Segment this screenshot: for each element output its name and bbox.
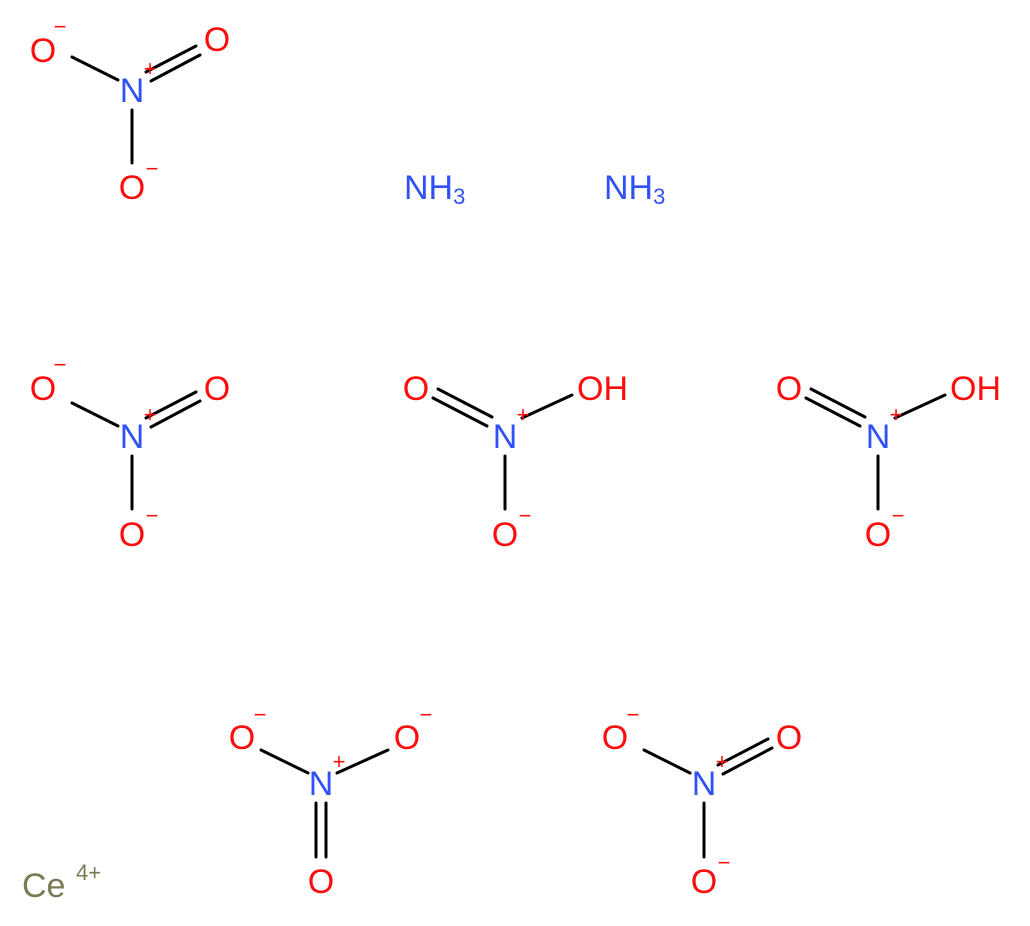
negative-charge: − <box>54 352 67 377</box>
oxygen-atom: O <box>776 719 802 757</box>
positive-charge: + <box>144 402 157 427</box>
bond-single <box>70 401 120 428</box>
negative-charge: − <box>718 850 731 875</box>
bond-double-b <box>721 746 774 776</box>
bond-double-a <box>804 396 862 428</box>
cerium-charge: 4+ <box>76 860 101 885</box>
ammonia-molecule-1: NH3 <box>404 169 465 209</box>
negative-charge: − <box>146 503 159 528</box>
bond-single <box>642 748 692 775</box>
nitrogen-atom: N <box>866 418 891 456</box>
ammonia-symbol: NH <box>604 169 653 207</box>
bond-double-b <box>149 53 202 83</box>
oxygen-atom: O <box>204 21 230 59</box>
positive-charge: + <box>890 402 903 427</box>
ammonia-label: NH3 <box>404 169 465 209</box>
bond-double-b <box>436 387 494 419</box>
oxygen-atom: O <box>776 370 802 408</box>
bond-double-a <box>144 44 198 74</box>
positive-charge: + <box>144 56 157 81</box>
negative-charge: − <box>254 702 267 727</box>
nitrate-fragment-2: O − N + O O − <box>30 352 230 554</box>
bond-double-a <box>431 396 489 428</box>
oxygen-atom: O <box>308 863 334 901</box>
bond-single <box>335 748 390 775</box>
oxygen-atom: O <box>204 370 230 408</box>
oxygen-atom: O <box>403 370 429 408</box>
ammonia-subscript: 3 <box>453 184 465 209</box>
oxygen-atom: O <box>30 370 56 408</box>
ammonia-symbol: NH <box>404 169 453 207</box>
nitrogen-atom: N <box>309 765 334 803</box>
bond-double-a <box>716 737 770 767</box>
oxygen-atom: O <box>394 719 420 757</box>
bond-double-b <box>809 387 867 419</box>
cerium-ion: Ce 4+ <box>22 860 101 905</box>
positive-charge: + <box>517 402 530 427</box>
ammonia-label: NH3 <box>604 169 665 209</box>
bond-double-a <box>144 390 198 420</box>
bond-single <box>893 393 947 420</box>
bond-double-b <box>149 399 202 429</box>
oxygen-atom: O <box>229 719 255 757</box>
oxygen-atom: O <box>865 516 891 554</box>
bond-single <box>520 393 574 420</box>
bond-single <box>70 55 120 82</box>
oxygen-atom: O <box>691 863 717 901</box>
negative-charge: − <box>146 156 159 181</box>
nitrate-fragment-4: O − N + O O − <box>602 702 802 901</box>
oxygen-atom: O <box>119 516 145 554</box>
nitrate-fragment-3: O − N + O − O <box>229 702 433 901</box>
negative-charge: − <box>54 14 67 39</box>
hydroxyl-group: OH <box>950 370 1001 408</box>
oxygen-atom: O <box>492 516 518 554</box>
oxygen-atom: O <box>119 169 145 207</box>
hydroxyl-group: OH <box>577 370 628 408</box>
negative-charge: − <box>420 702 433 727</box>
oxygen-atom: O <box>602 719 628 757</box>
nitrate-fragment-1: O − N + O O − <box>30 14 230 207</box>
positive-charge: + <box>333 749 346 774</box>
cerium-symbol: Ce <box>22 867 65 905</box>
positive-charge: + <box>716 749 729 774</box>
negative-charge: − <box>519 503 532 528</box>
nitrogen-atom: N <box>493 418 518 456</box>
ammonia-subscript: 3 <box>653 184 665 209</box>
bond-single <box>259 748 310 775</box>
nitrogen-atom: N <box>120 418 145 456</box>
nitric-acid-fragment-2: O N + OH O − <box>776 370 1001 554</box>
oxygen-atom: O <box>30 32 56 70</box>
nitrogen-atom: N <box>120 72 145 110</box>
nitric-acid-fragment-1: O N + OH O − <box>403 370 628 554</box>
ammonia-molecule-2: NH3 <box>604 169 665 209</box>
negative-charge: − <box>892 503 905 528</box>
negative-charge: − <box>627 702 640 727</box>
nitrogen-atom: N <box>692 765 717 803</box>
